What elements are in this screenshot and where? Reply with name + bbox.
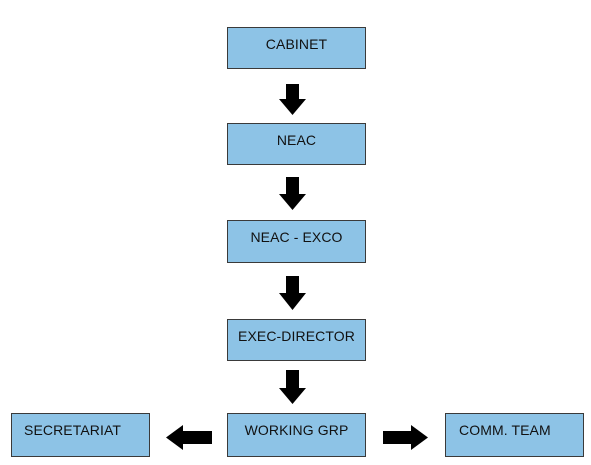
node-neac: NEAC [227,123,366,165]
node-secretariat: SECRETARIAT [11,413,150,457]
node-comm-team: COMM. TEAM [445,413,584,457]
node-neac-exco: NEAC - EXCO [227,220,366,263]
arrow-cabinet-to-neac [279,84,306,115]
arrow-neac-to-neac-exco [279,177,306,210]
node-cabinet: CABINET [227,27,366,69]
node-exec-director: EXEC-DIRECTOR [227,319,366,361]
arrow-exec-director-to-working-grp [279,370,306,404]
arrow-working-grp-to-comm-team [383,425,428,450]
arrow-working-grp-to-secretariat [166,425,212,450]
node-working-grp: WORKING GRP [227,413,366,457]
arrow-neac-exco-to-exec-director [279,276,306,310]
